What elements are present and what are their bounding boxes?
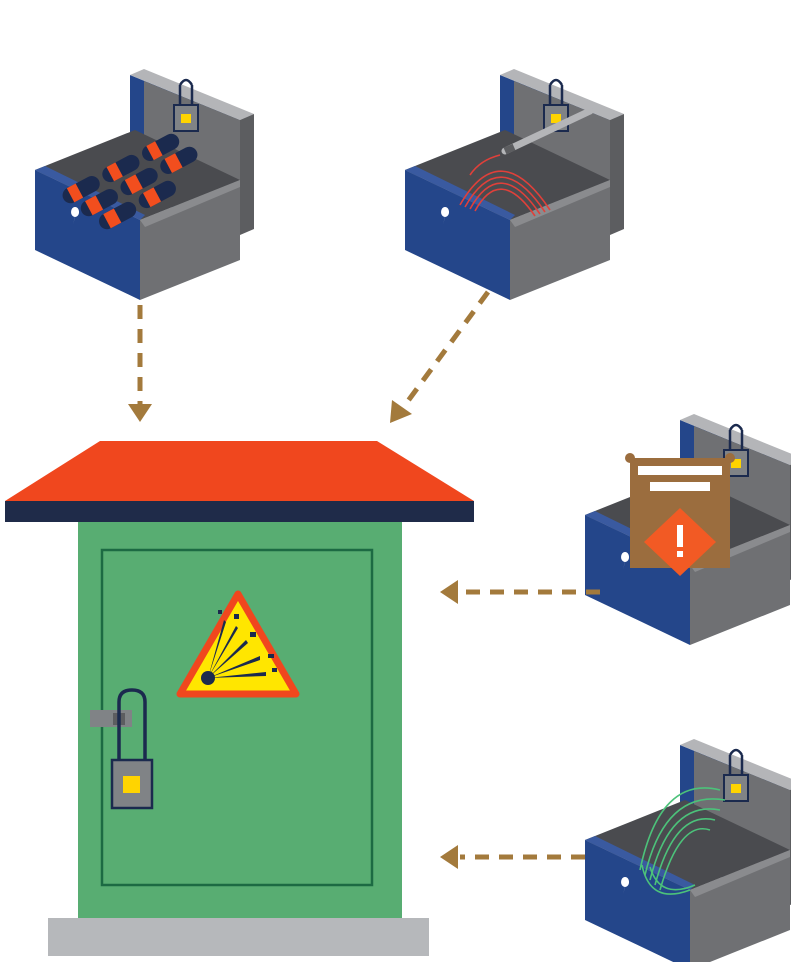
package-box xyxy=(583,412,791,647)
magazine-roof-band xyxy=(5,501,474,522)
explosive-hazard-icon xyxy=(176,590,300,698)
detonating-cord-box xyxy=(403,67,626,302)
dynamite-icon xyxy=(62,133,198,230)
arrow-from-detonating-cord xyxy=(390,290,491,423)
arrow-from-package xyxy=(440,580,600,604)
dynamite-box xyxy=(33,67,256,302)
arrow-from-dynamite xyxy=(128,305,152,422)
hazard-package-icon xyxy=(625,453,735,576)
magazine xyxy=(5,441,474,956)
wire-coil-icon xyxy=(639,787,726,895)
arrow-from-wire xyxy=(440,845,585,869)
wire-box xyxy=(583,737,791,962)
detonating-cord-icon xyxy=(459,107,594,217)
magazine-roof xyxy=(5,441,474,501)
padlock-icon xyxy=(90,688,154,810)
magazine-base xyxy=(48,918,429,956)
